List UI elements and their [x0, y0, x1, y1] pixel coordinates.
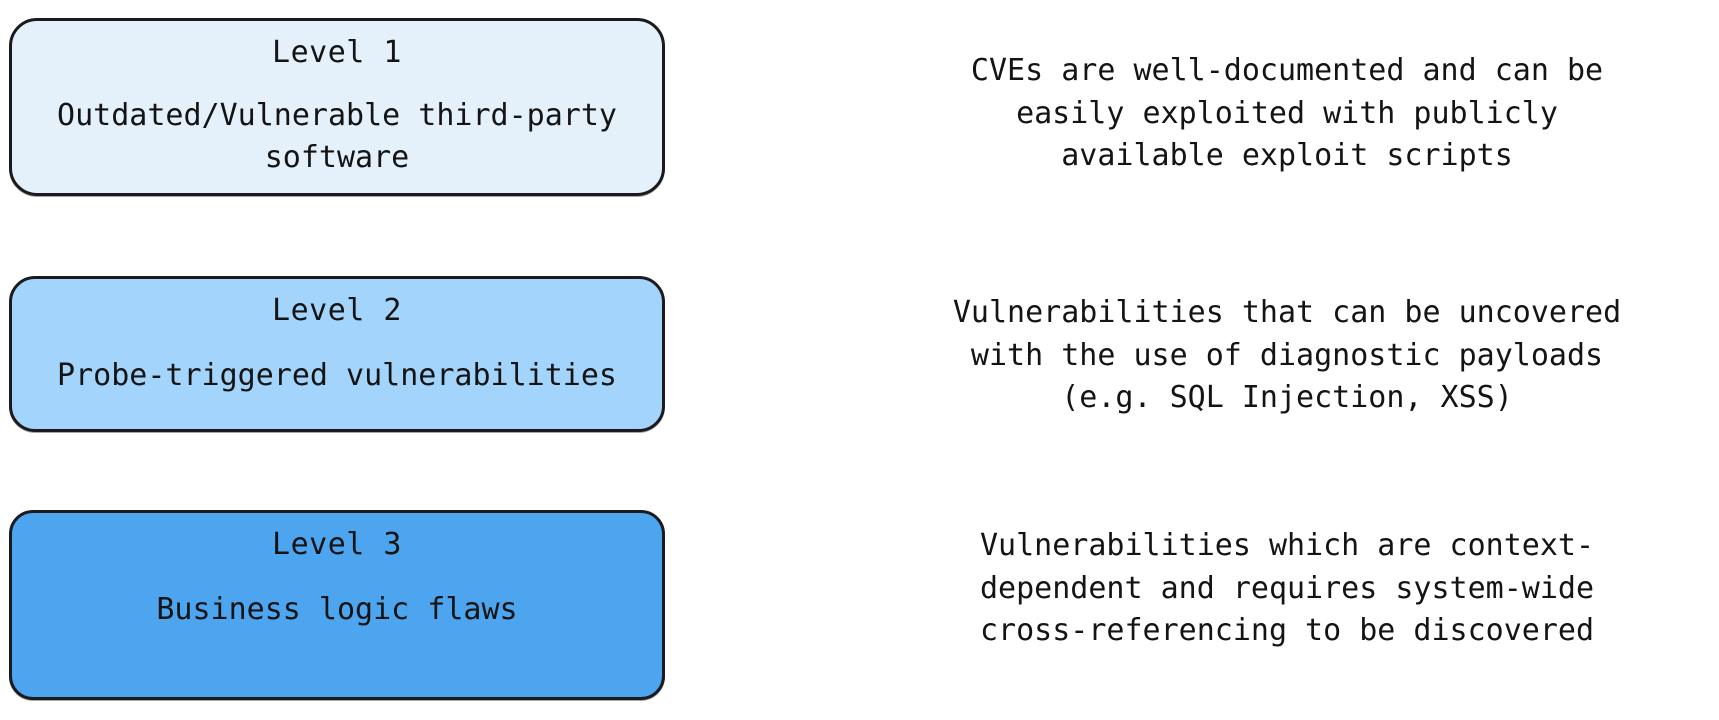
level-box-2[interactable]: Level 2 Probe-triggered vulnerabilities [9, 276, 665, 432]
level-3-note: Vulnerabilities which are context- depen… [855, 525, 1719, 653]
level-1-description: Outdated/Vulnerable third-party software [57, 97, 617, 175]
level-1-title: Level 1 [272, 35, 402, 70]
level-2-note: Vulnerabilities that can be uncovered wi… [855, 292, 1719, 420]
level-1-note-line-1: CVEs are well-documented and can be [970, 53, 1604, 88]
level-3-description: Business logic flaws [156, 591, 518, 627]
level-3-title: Level 3 [272, 527, 402, 562]
level-3-note-line-2: dependent and requires system-wide [979, 570, 1595, 606]
level-box-1[interactable]: Level 1 Outdated/Vulnerable third-party … [9, 18, 665, 196]
level-1-note-line-3: available exploit scripts [1061, 138, 1513, 174]
level-1-note: CVEs are well-documented and can be easi… [855, 50, 1719, 178]
level-2-title: Level 2 [272, 293, 402, 328]
level-2-description: Probe-triggered vulnerabilities [57, 357, 617, 393]
level-2-note-line-2: with the use of diagnostic payloads [970, 337, 1604, 373]
level-1-note-line-2: easily exploited with publicly [1016, 95, 1558, 131]
level-box-3[interactable]: Level 3 Business logic flaws [9, 510, 665, 700]
level-2-note-line-3: (e.g. SQL Injection, XSS) [1061, 380, 1513, 416]
level-2-note-line-1: Vulnerabilities that can be uncovered [952, 295, 1622, 330]
level-3-note-line-3: cross-referencing to be discovered [979, 613, 1595, 649]
level-3-note-line-1: Vulnerabilities which are context- [979, 528, 1595, 563]
